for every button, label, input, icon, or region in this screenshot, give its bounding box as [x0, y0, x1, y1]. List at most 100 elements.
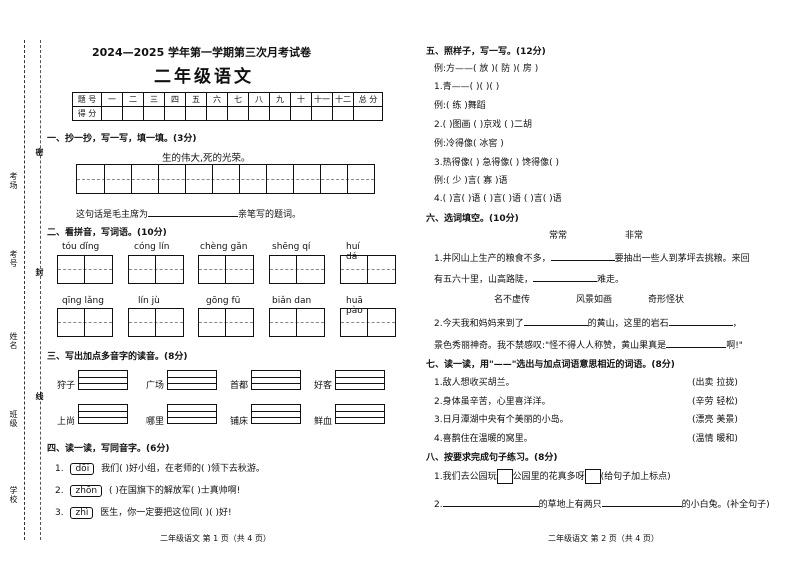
score-table-header: 九 [269, 92, 291, 107]
score-cell[interactable] [227, 106, 249, 121]
word-grid[interactable] [57, 308, 113, 337]
score-cell[interactable] [353, 106, 383, 121]
binding-seal-line [40, 40, 41, 540]
pinyin-answer-lines[interactable] [78, 404, 128, 424]
polyphone-word: 鲜血 [314, 417, 333, 427]
synonym-options[interactable]: (辛劳 轻松) [692, 397, 738, 407]
question-5-2[interactable]: 2.( )图画 ( )京戏 ( )二胡 [434, 120, 532, 130]
fill-blank[interactable] [148, 216, 239, 217]
word-choice: 非常 [625, 231, 644, 241]
question-5-4[interactable]: 4.( )言( )语 ( )言( )语 ( )言( )语 [434, 194, 562, 204]
pinyin-answer-lines[interactable] [251, 370, 301, 390]
question-5-1[interactable]: 1.青——( )( )( ) [434, 82, 500, 92]
score-table-header: 八 [248, 92, 270, 107]
pinyin-answer-lines[interactable] [167, 404, 217, 424]
fill-blank[interactable] [523, 325, 588, 326]
pinyin-answer-lines[interactable] [335, 370, 385, 390]
question-5-3[interactable]: 3.热得像( ) 急得像( ) 馋得像( ) [434, 158, 559, 168]
word-grid[interactable] [269, 255, 325, 284]
question-6-2-line1: 2.今天我和妈妈来到了 的黄山，这里的岩石 ， [434, 316, 742, 329]
score-table-header: 四 [164, 92, 186, 107]
fill-blank[interactable] [550, 260, 615, 261]
pinyin-answer-lines[interactable] [78, 370, 128, 390]
score-cell[interactable] [248, 106, 270, 121]
score-table-header: 一 [101, 92, 123, 107]
score-cell[interactable] [206, 106, 228, 121]
fill-blank[interactable] [666, 347, 727, 348]
score-cell[interactable] [332, 106, 354, 121]
exam-title: 2024—2025 学年第一学期第三次月考试卷 [92, 46, 312, 59]
pinyin-answer-lines[interactable] [167, 370, 217, 390]
q8-1-text: 公园里的花真多呀 [512, 472, 585, 482]
word-grid[interactable] [128, 308, 184, 337]
section4-title: 四、读一读，写同音字。(6分) [47, 444, 170, 454]
pinyin-word: shēng qí [272, 242, 311, 252]
homophone-item: 3. zhì 医生，你一定要把这位同( )( )好! [55, 505, 232, 519]
pinyin-answer-lines[interactable] [335, 404, 385, 424]
word-grid[interactable] [57, 255, 113, 284]
q6-2-text: ， [732, 319, 742, 329]
synonym-options[interactable]: (漂亮 美景) [692, 415, 738, 425]
question-8-1: 1.我们去公园玩公园里的花真多呀(给句子加上标点) [434, 469, 671, 484]
word-grid[interactable] [340, 308, 396, 337]
score-cell[interactable] [143, 106, 165, 121]
pinyin-word: gōng fū [206, 296, 241, 306]
homophone-sentence: ( )在国旗下的解放军( )士真帅啊! [108, 486, 241, 496]
pinyin-box: zhōn [70, 485, 103, 497]
punctuation-box[interactable] [496, 469, 513, 484]
score-cell[interactable] [122, 106, 144, 121]
school-label: 学校 [9, 486, 18, 504]
example-2: 例:( 练 )舞蹈 [434, 101, 486, 111]
pinyin-box: dōi [70, 463, 95, 475]
synonym-sentence: 2.身体虽辛苦，心里喜洋洋。 [434, 397, 551, 407]
seal-mark-feng: 封 [35, 268, 44, 277]
question-6-1-line1: 1.井冈山上生产的粮食不多，要抽出一些人到茅坪去挑粮。来回 [434, 251, 750, 264]
pinyin-word: qīng lǎng [62, 296, 104, 306]
subject-title: 二年级语文 [154, 67, 254, 87]
score-cell[interactable] [185, 106, 207, 121]
synonym-options[interactable]: (温情 暖和) [692, 434, 738, 444]
pinyin-word: lín jù [138, 296, 160, 306]
question-6-2-line2: 景色秀丽神奇。我不禁感叹:"怪不得人人称赞，黄山果真是啊!" [434, 338, 743, 351]
score-cell[interactable] [269, 106, 291, 121]
example-4: 例:( 少 )言( 寡 )语 [434, 176, 508, 186]
fill-blank[interactable] [533, 281, 598, 282]
q6-1-text: 有五六十里，山高路陡， [434, 275, 534, 285]
score-cell[interactable] [101, 106, 123, 121]
fill-blank[interactable] [668, 325, 733, 326]
question-8-2: 2.的草地上有两只的小白兔。(补全句子) [434, 497, 770, 510]
score-table-header: 十 [290, 92, 312, 107]
fill-blank[interactable] [601, 506, 682, 507]
word-grid[interactable] [198, 255, 254, 284]
synonym-options[interactable]: (出卖 拉拢) [692, 378, 738, 388]
score-table-header: 七 [227, 92, 249, 107]
copy-writing-grid[interactable] [76, 164, 375, 194]
fill-blank[interactable] [442, 506, 539, 507]
score-table-header: 题 号 [72, 92, 102, 107]
q8-2-text: 的草地上有两只 [538, 500, 602, 510]
pinyin-word: tóu dǐng [62, 242, 100, 252]
q8-2-text: 2. [434, 500, 443, 510]
polyphone-word: 铺床 [230, 417, 249, 427]
score-cell[interactable] [164, 106, 186, 121]
seal-mark-xian: 线 [35, 392, 44, 401]
q6-2-text: 景色秀丽神奇。我不禁感叹:"怪不得人人称赞，黄山果真是 [434, 341, 667, 351]
fill-prefix: 这句话是毛主席为 [76, 210, 149, 220]
score-table-header: 十一 [311, 92, 333, 107]
name-label: 姓名 [9, 332, 18, 350]
score-cell[interactable] [311, 106, 333, 121]
score-table: 题 号 一 二 三 四 五 六 七 八 九 十 十一 十二 总 分 得 分 [72, 92, 383, 121]
word-grid[interactable] [128, 255, 184, 284]
punctuation-box[interactable] [584, 469, 601, 484]
word-choice: 名不虚传 [494, 295, 531, 305]
word-grid[interactable] [198, 308, 254, 337]
word-choice: 常常 [549, 231, 568, 241]
word-grid[interactable] [340, 255, 396, 284]
word-grid[interactable] [269, 308, 325, 337]
q6-2-text: 的黄山，这里的岩石 [587, 319, 669, 329]
q6-2-text: 2.今天我和妈妈来到了 [434, 319, 524, 329]
score-cell[interactable] [290, 106, 312, 121]
q6-1-text: 1.井冈山上生产的粮食不多， [434, 254, 551, 264]
page-footer-right: 二年级语文 第 2 页（共 4 页） [548, 534, 659, 543]
pinyin-answer-lines[interactable] [251, 404, 301, 424]
